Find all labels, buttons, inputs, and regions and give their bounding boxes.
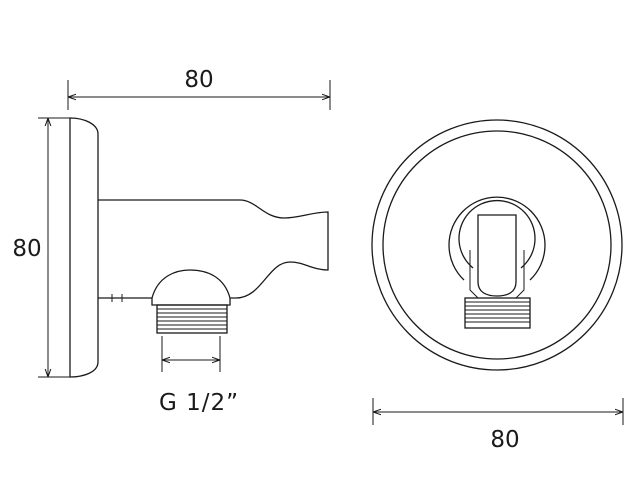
wall-plate — [69, 117, 99, 378]
side-height-label: 80 — [12, 236, 41, 262]
thread-connector-front — [464, 297, 531, 329]
side-height-dimension: 80 — [12, 117, 72, 378]
holder-ring — [448, 196, 546, 299]
holder-arm — [98, 199, 329, 302]
thread-connector-side — [156, 304, 228, 334]
front-width-label: 80 — [490, 427, 519, 453]
front-view: 80 — [371, 119, 624, 453]
front-width-dimension: 80 — [372, 398, 624, 453]
plate-outer-ring — [371, 119, 623, 371]
thread-size-label: G 1/2” — [159, 390, 239, 416]
thread-dimension: G 1/2” — [159, 336, 239, 416]
side-width-dimension: 80 — [67, 67, 331, 110]
side-view: 80 80 — [12, 67, 331, 416]
side-width-label: 80 — [184, 67, 213, 93]
outlet-dome — [126, 269, 236, 306]
plate-inner-ring — [382, 130, 612, 360]
